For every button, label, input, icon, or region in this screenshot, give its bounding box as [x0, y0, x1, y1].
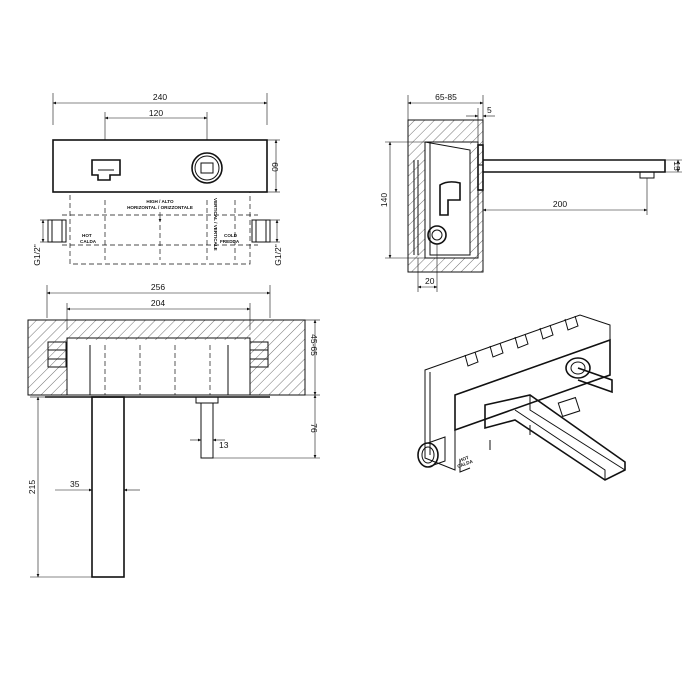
- dim-5: 5: [487, 105, 492, 115]
- top-view: 240 120 60: [32, 92, 283, 266]
- dim-200: 200: [553, 199, 567, 209]
- dim-76: 76: [309, 423, 319, 433]
- label-horizontal: HORIZONTAL / ORIZZONTALE: [127, 205, 193, 210]
- thread-left: G1/2": [32, 244, 42, 265]
- dim-20: 20: [425, 276, 435, 286]
- iso-label-hot: HOT: [459, 455, 470, 463]
- dim-120: 120: [149, 108, 163, 118]
- dim-35: 35: [70, 479, 80, 489]
- label-fredda: FREDDA: [220, 239, 240, 244]
- dim-204: 204: [151, 298, 165, 308]
- thread-right: G1/2": [273, 244, 283, 265]
- bottom-view: 256 204 45-65: [27, 282, 320, 578]
- iso-label-calda: CALDA: [457, 459, 474, 469]
- dim-240: 240: [153, 92, 167, 102]
- dim-13: 13: [219, 440, 229, 450]
- dim-140: 140: [379, 193, 389, 207]
- dim-45-65: 45-65: [309, 334, 319, 356]
- dim-215: 215: [27, 480, 37, 494]
- label-cold: COLD: [224, 233, 238, 238]
- label-high: HIGH / ALTO: [146, 199, 174, 204]
- label-calda: CALDA: [80, 239, 97, 244]
- iso-view: HOT CALDA: [417, 314, 626, 481]
- side-view: 65-85 5 140 200 15 20: [379, 92, 682, 292]
- dim-65-85: 65-85: [435, 92, 457, 102]
- dim-60: 60: [270, 162, 280, 172]
- label-vertical: VERTICAL / VERTICALE: [213, 198, 218, 251]
- label-hot: HOT: [82, 233, 92, 238]
- dim-15: 15: [672, 161, 682, 171]
- dim-256: 256: [151, 282, 165, 292]
